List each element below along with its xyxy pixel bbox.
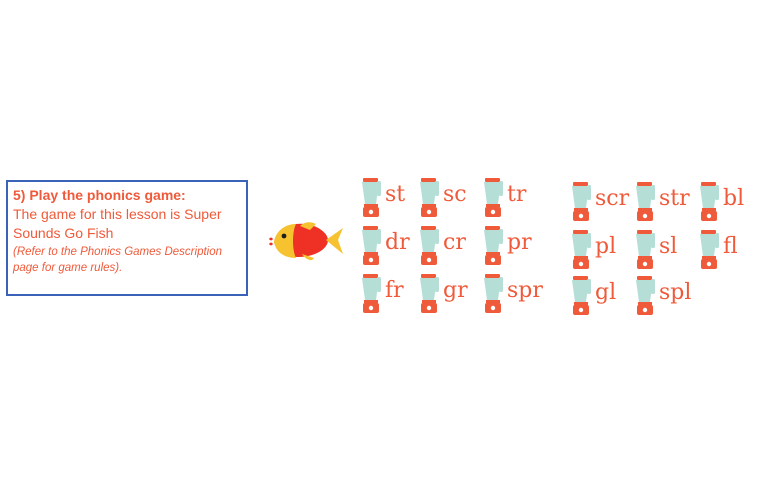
blender-icon — [572, 230, 591, 269]
blend-label: fr — [385, 278, 404, 303]
blender-icon — [420, 274, 439, 313]
blend-label: scr — [595, 186, 630, 211]
blender-icon — [572, 182, 591, 221]
blend-label: gr — [443, 278, 468, 303]
blender-icon — [362, 226, 381, 265]
blend-label: sl — [659, 234, 678, 259]
blender-icon — [636, 182, 655, 221]
blend-label: spr — [507, 278, 543, 303]
blend-label: spl — [659, 280, 692, 305]
lesson-heading: 5) Play the phonics game: — [13, 187, 186, 203]
blender-icon — [362, 274, 381, 313]
fish-icon — [269, 222, 343, 261]
blend-label: gl — [595, 280, 617, 305]
blend-label: bl — [723, 186, 745, 211]
blender-icon — [700, 230, 719, 269]
blend-label: cr — [443, 230, 466, 255]
blender-icon — [484, 226, 503, 265]
blender-icon — [484, 274, 503, 313]
lesson-instruction-box: 5) Play the phonics game: The game for t… — [6, 180, 248, 296]
blend-label: pr — [507, 230, 532, 255]
blender-icon — [420, 178, 439, 217]
blend-label: sc — [443, 182, 467, 207]
blend-label: str — [659, 186, 690, 211]
blend-label: fl — [723, 234, 738, 259]
blender-icon — [572, 276, 591, 315]
blend-label: st — [385, 182, 406, 207]
blender-icon — [700, 182, 719, 221]
blender-icon — [484, 178, 503, 217]
blend-label: dr — [385, 230, 410, 255]
lesson-note: (Refer to the Phonics Games Description … — [13, 246, 223, 274]
blender-icon — [362, 178, 381, 217]
blender-icon — [420, 226, 439, 265]
lesson-body: The game for this lesson is Super Sounds… — [13, 206, 222, 241]
blender-icon — [636, 230, 655, 269]
blend-label: pl — [595, 234, 617, 259]
blend-label: tr — [507, 182, 527, 207]
blender-icon — [636, 276, 655, 315]
